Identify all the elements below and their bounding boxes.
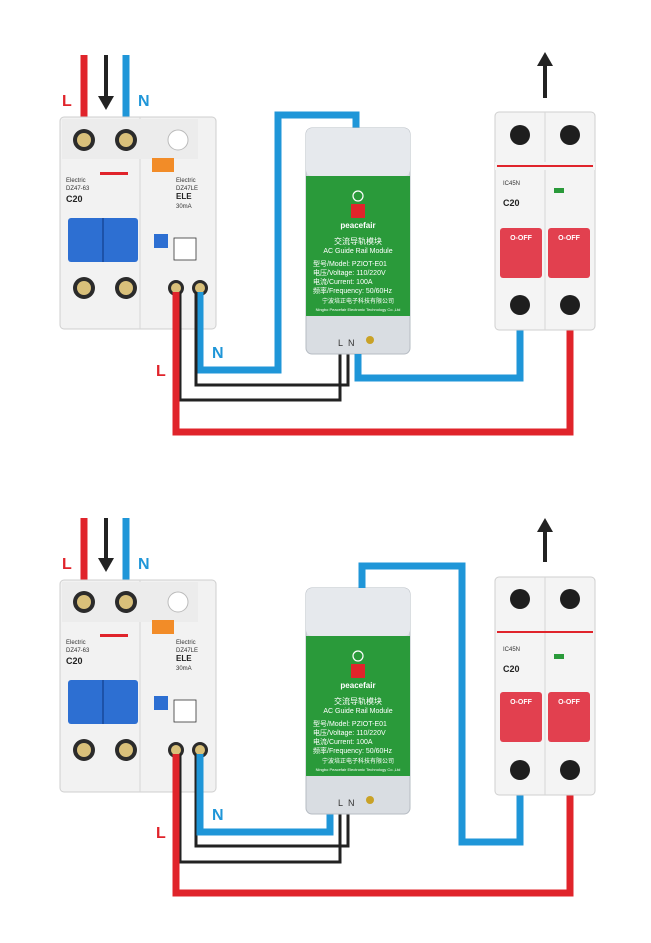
breaker-model: IC45N xyxy=(503,647,520,653)
terminal-screw-icon xyxy=(560,760,580,780)
module-model: 型号/Model: PZIOT-E01 xyxy=(313,719,387,728)
module-current: 电流/Current: 100A xyxy=(313,737,373,746)
rcbo-model: DZ47-63 xyxy=(66,648,90,654)
rcd-model: DZ47LE xyxy=(176,648,198,654)
breaker-off-right: O-OFF xyxy=(558,235,580,242)
module-title-en: AC Guide Rail Module xyxy=(323,708,392,715)
breaker-toggle-left[interactable] xyxy=(500,228,542,278)
live-input-label: L xyxy=(62,93,72,110)
live-wire-to-breaker xyxy=(172,754,574,897)
breaker-toggle-left[interactable] xyxy=(500,692,542,742)
neutral-wire-to-breaker xyxy=(354,305,524,382)
module-title-cn: 交流导轨模块 xyxy=(334,696,382,706)
down-arrow-icon xyxy=(98,55,114,110)
breaker-toggle-right[interactable] xyxy=(548,228,590,278)
neutral-wire-to-module xyxy=(196,754,334,836)
output-breaker: IC45N C20 O-OFF O-OFF xyxy=(494,576,596,796)
module-title-cn: 交流导轨模块 xyxy=(334,236,382,246)
module-current: 电流/Current: 100A xyxy=(313,277,373,286)
rcd-brand: Electric xyxy=(176,178,196,184)
brand-logo-icon xyxy=(351,664,365,678)
rcbo-model: DZ47-63 xyxy=(66,186,90,192)
module-label-panel xyxy=(306,176,410,316)
live-output-label: L xyxy=(156,363,166,380)
wiring-diagram-1: L N Electric DZ47-63 C20 Electric DZ47LE… xyxy=(59,52,596,436)
module-company-cn: 宁波培正电子科技有限公司 xyxy=(322,757,394,765)
module-terminal-l: L xyxy=(338,338,343,348)
module-company-en: Ningbo Peacefair Electronic Technology C… xyxy=(316,307,401,312)
breaker-off-left: O-OFF xyxy=(510,699,532,706)
rcd-current: 30mA xyxy=(176,666,192,672)
neutral-input-label: N xyxy=(138,93,150,110)
neutral-wire-to-module xyxy=(196,111,360,374)
rcd-current: 30mA xyxy=(176,204,192,210)
module-company-en: Ningbo Peacefair Electronic Technology C… xyxy=(316,767,401,772)
module-label-panel xyxy=(306,636,410,776)
module-frequency: 频率/Frequency: 50/60Hz xyxy=(313,746,392,755)
module-model: 型号/Model: PZIOT-E01 xyxy=(313,259,387,268)
breaker-off-right: O-OFF xyxy=(558,699,580,706)
test-button-icon xyxy=(167,129,189,151)
live-output-label: L xyxy=(156,825,166,842)
breaker-rating: C20 xyxy=(503,198,520,208)
down-arrow-icon xyxy=(98,518,114,572)
wiring-diagram-2: L N Electric DZ47-63 C20 Electric DZ47LE… xyxy=(59,518,596,897)
module-voltage: 电压/Voltage: 110/220V xyxy=(313,268,386,277)
module-frequency: 频率/Frequency: 50/60Hz xyxy=(313,286,392,295)
brand-logo-icon xyxy=(351,204,365,218)
sense-wire-n xyxy=(194,754,350,848)
rcd-sub: ELE xyxy=(176,654,192,663)
rcd-sub: ELE xyxy=(176,192,192,201)
power-icon xyxy=(352,190,364,202)
power-icon xyxy=(352,650,364,662)
neutral-wire-to-breaker xyxy=(358,562,524,846)
breaker-model: IC45N xyxy=(503,181,520,187)
rcbo-brand: Electric xyxy=(66,640,86,646)
rcbo-brand: Electric xyxy=(66,178,86,184)
rcd-brand: Electric xyxy=(176,640,196,646)
test-button-icon xyxy=(167,591,189,613)
rcbo-breaker: Electric DZ47-63 C20 Electric DZ47LE ELE… xyxy=(59,579,217,793)
live-input-label: L xyxy=(62,556,72,573)
module-title-en: AC Guide Rail Module xyxy=(323,248,392,255)
ac-guide-rail-module: peacefair 交流导轨模块 AC Guide Rail Module 型号… xyxy=(305,587,411,815)
neutral-output-label: N xyxy=(212,807,224,824)
terminal-screw-icon xyxy=(510,760,530,780)
module-terminal-l: L xyxy=(338,798,343,808)
rcbo-breaker: Electric DZ47-63 C20 Electric DZ47LE ELE… xyxy=(59,116,217,330)
sense-wire-n xyxy=(194,292,350,387)
status-led-icon xyxy=(366,336,374,344)
module-terminal-n: N xyxy=(348,798,355,808)
module-company-cn: 宁波培正电子科技有限公司 xyxy=(322,297,394,305)
terminal-screw-icon xyxy=(510,295,530,315)
breaker-rating: C20 xyxy=(503,664,520,674)
live-wire-to-breaker xyxy=(172,292,574,436)
sense-wire-l xyxy=(178,754,342,864)
rcd-model: DZ47LE xyxy=(176,186,198,192)
breaker-off-left: O-OFF xyxy=(510,235,532,242)
up-arrow-icon xyxy=(537,518,553,562)
breaker-toggle-right[interactable] xyxy=(548,692,590,742)
terminal-screw-icon xyxy=(560,295,580,315)
terminal-screw-icon xyxy=(510,125,530,145)
rcbo-rating: C20 xyxy=(66,656,83,666)
terminal-screw-icon xyxy=(560,125,580,145)
up-arrow-icon xyxy=(537,52,553,98)
neutral-input-label: N xyxy=(138,556,150,573)
module-brand: peacefair xyxy=(340,221,375,230)
sense-wire-l xyxy=(178,292,342,402)
status-led-icon xyxy=(366,796,374,804)
module-terminal-n: N xyxy=(348,338,355,348)
terminal-screw-icon xyxy=(510,589,530,609)
neutral-output-label: N xyxy=(212,345,224,362)
rcbo-rating: C20 xyxy=(66,194,83,204)
ac-guide-rail-module: peacefair 交流导轨模块 AC Guide Rail Module 型号… xyxy=(305,127,411,355)
terminal-screw-icon xyxy=(560,589,580,609)
output-breaker: IC45N C20 O-OFF O-OFF xyxy=(494,111,596,331)
module-brand: peacefair xyxy=(340,681,375,690)
module-voltage: 电压/Voltage: 110/220V xyxy=(313,728,386,737)
